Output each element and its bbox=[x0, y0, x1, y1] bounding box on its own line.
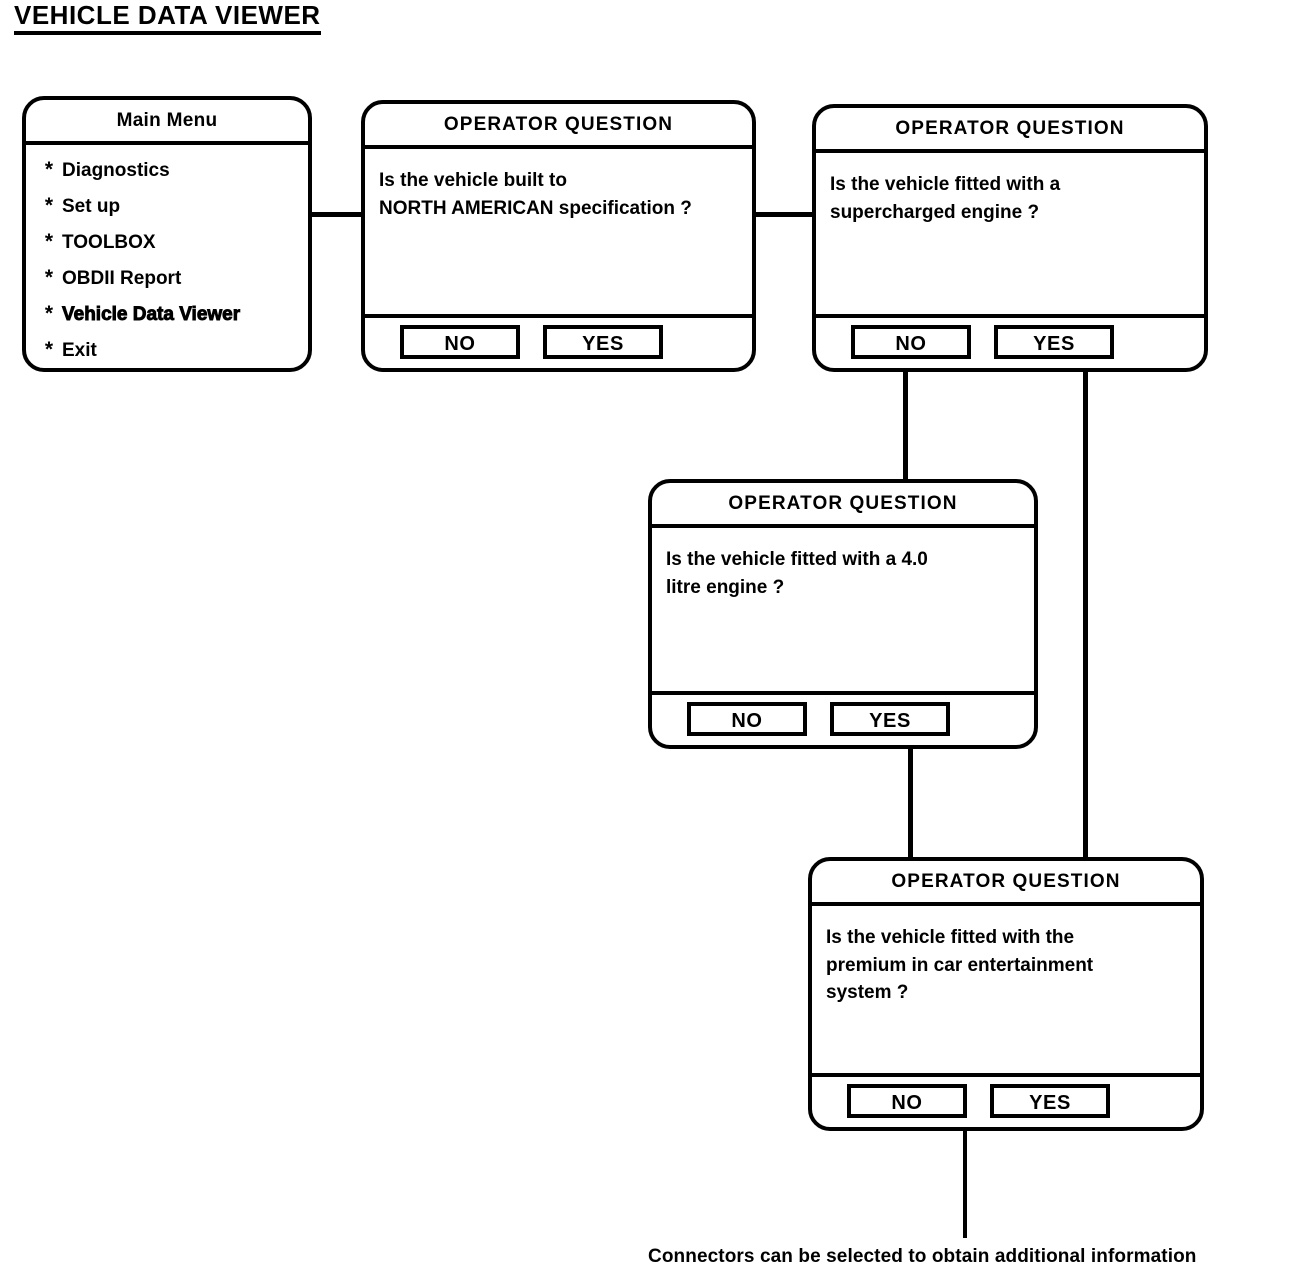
main-menu-title: Main Menu bbox=[26, 100, 308, 145]
operator-question-dialog-north-american-spec: OPERATOR QUESTION Is the vehicle built t… bbox=[361, 100, 756, 372]
menu-item-label: Set up bbox=[62, 196, 121, 217]
asterisk-bullet-icon: * bbox=[44, 230, 54, 253]
question-line: litre engine ? bbox=[666, 576, 785, 598]
question-line: supercharged engine ? bbox=[830, 201, 1040, 223]
no-button[interactable]: NO bbox=[847, 1084, 967, 1118]
question-line: Is the vehicle built to bbox=[379, 170, 567, 191]
menu-item-label: Vehicle Data Viewer bbox=[62, 304, 241, 325]
connector-q2-yes-to-q4[interactable] bbox=[1083, 368, 1088, 860]
dialog-footer: NO YES bbox=[365, 314, 752, 368]
question-line: Is the vehicle fitted with the bbox=[826, 927, 1075, 948]
dialog-footer: NO YES bbox=[652, 691, 1034, 745]
dialog-footer: NO YES bbox=[816, 314, 1204, 368]
connector-mainmenu-to-q1[interactable] bbox=[310, 212, 362, 217]
asterisk-bullet-icon: * bbox=[44, 194, 54, 217]
main-menu-dialog: Main Menu * Diagnostics * Set up * TOOLB… bbox=[22, 96, 312, 372]
menu-item-toolbox[interactable]: * TOOLBOX bbox=[26, 231, 308, 267]
dialog-title: OPERATOR QUESTION bbox=[816, 108, 1204, 153]
connector-q1-to-q2[interactable] bbox=[755, 212, 814, 217]
menu-item-obdii-report[interactable]: * OBDII Report bbox=[26, 267, 308, 303]
dialog-footer: NO YES bbox=[812, 1073, 1200, 1127]
no-button[interactable]: NO bbox=[851, 325, 971, 359]
asterisk-bullet-icon: * bbox=[44, 266, 54, 289]
connector-q3-yes-to-q4[interactable] bbox=[908, 745, 913, 860]
operator-question-dialog-supercharged-engine: OPERATOR QUESTION Is the vehicle fitted … bbox=[812, 104, 1208, 372]
question-line: Is the vehicle fitted with a 4.0 bbox=[666, 549, 928, 570]
asterisk-bullet-icon: * bbox=[44, 302, 54, 325]
dialog-question-text: Is the vehicle fitted with a 4.0 litre e… bbox=[652, 528, 1034, 691]
asterisk-bullet-icon: * bbox=[44, 338, 54, 361]
operator-question-dialog-four-litre-engine: OPERATOR QUESTION Is the vehicle fitted … bbox=[648, 479, 1038, 749]
question-line: system ? bbox=[826, 982, 909, 1004]
main-menu-list: * Diagnostics * Set up * TOOLBOX * OBDII… bbox=[26, 145, 308, 368]
yes-button[interactable]: YES bbox=[994, 325, 1114, 359]
yes-button[interactable]: YES bbox=[990, 1084, 1110, 1118]
dialog-title: OPERATOR QUESTION bbox=[365, 104, 752, 149]
dialog-question-text: Is the vehicle fitted with the premium i… bbox=[812, 906, 1200, 1073]
dialog-title: OPERATOR QUESTION bbox=[652, 483, 1034, 528]
question-line: NORTH AMERICAN specification ? bbox=[379, 197, 692, 219]
dialog-question-text: Is the vehicle built to NORTH AMERICAN s… bbox=[365, 149, 752, 314]
page-title: VEHICLE DATA VIEWER bbox=[14, 1, 321, 36]
menu-item-label: Exit bbox=[62, 340, 97, 361]
bottom-caption: Connectors can be selected to obtain add… bbox=[648, 1246, 1197, 1267]
question-line: premium in car entertainment bbox=[826, 954, 1094, 976]
no-button[interactable]: NO bbox=[687, 702, 807, 736]
menu-item-vehicle-data-viewer[interactable]: * Vehicle Data Viewer bbox=[26, 303, 308, 339]
menu-item-label: OBDII Report bbox=[62, 268, 182, 289]
question-line: Is the vehicle fitted with a bbox=[830, 174, 1061, 195]
menu-item-label: Diagnostics bbox=[62, 160, 170, 181]
dialog-question-text: Is the vehicle fitted with a supercharge… bbox=[816, 153, 1204, 314]
yes-button[interactable]: YES bbox=[543, 325, 663, 359]
connector-q4-to-caption[interactable] bbox=[963, 1128, 967, 1238]
menu-item-label: TOOLBOX bbox=[62, 232, 156, 253]
asterisk-bullet-icon: * bbox=[44, 158, 54, 181]
operator-question-dialog-premium-ice-system: OPERATOR QUESTION Is the vehicle fitted … bbox=[808, 857, 1204, 1131]
dialog-title: OPERATOR QUESTION bbox=[812, 861, 1200, 906]
menu-item-set-up[interactable]: * Set up bbox=[26, 195, 308, 231]
connector-q2-no-to-q3[interactable] bbox=[903, 368, 908, 480]
yes-button[interactable]: YES bbox=[830, 702, 950, 736]
menu-item-exit[interactable]: * Exit bbox=[26, 338, 308, 368]
no-button[interactable]: NO bbox=[400, 325, 520, 359]
menu-item-diagnostics[interactable]: * Diagnostics bbox=[26, 159, 308, 195]
